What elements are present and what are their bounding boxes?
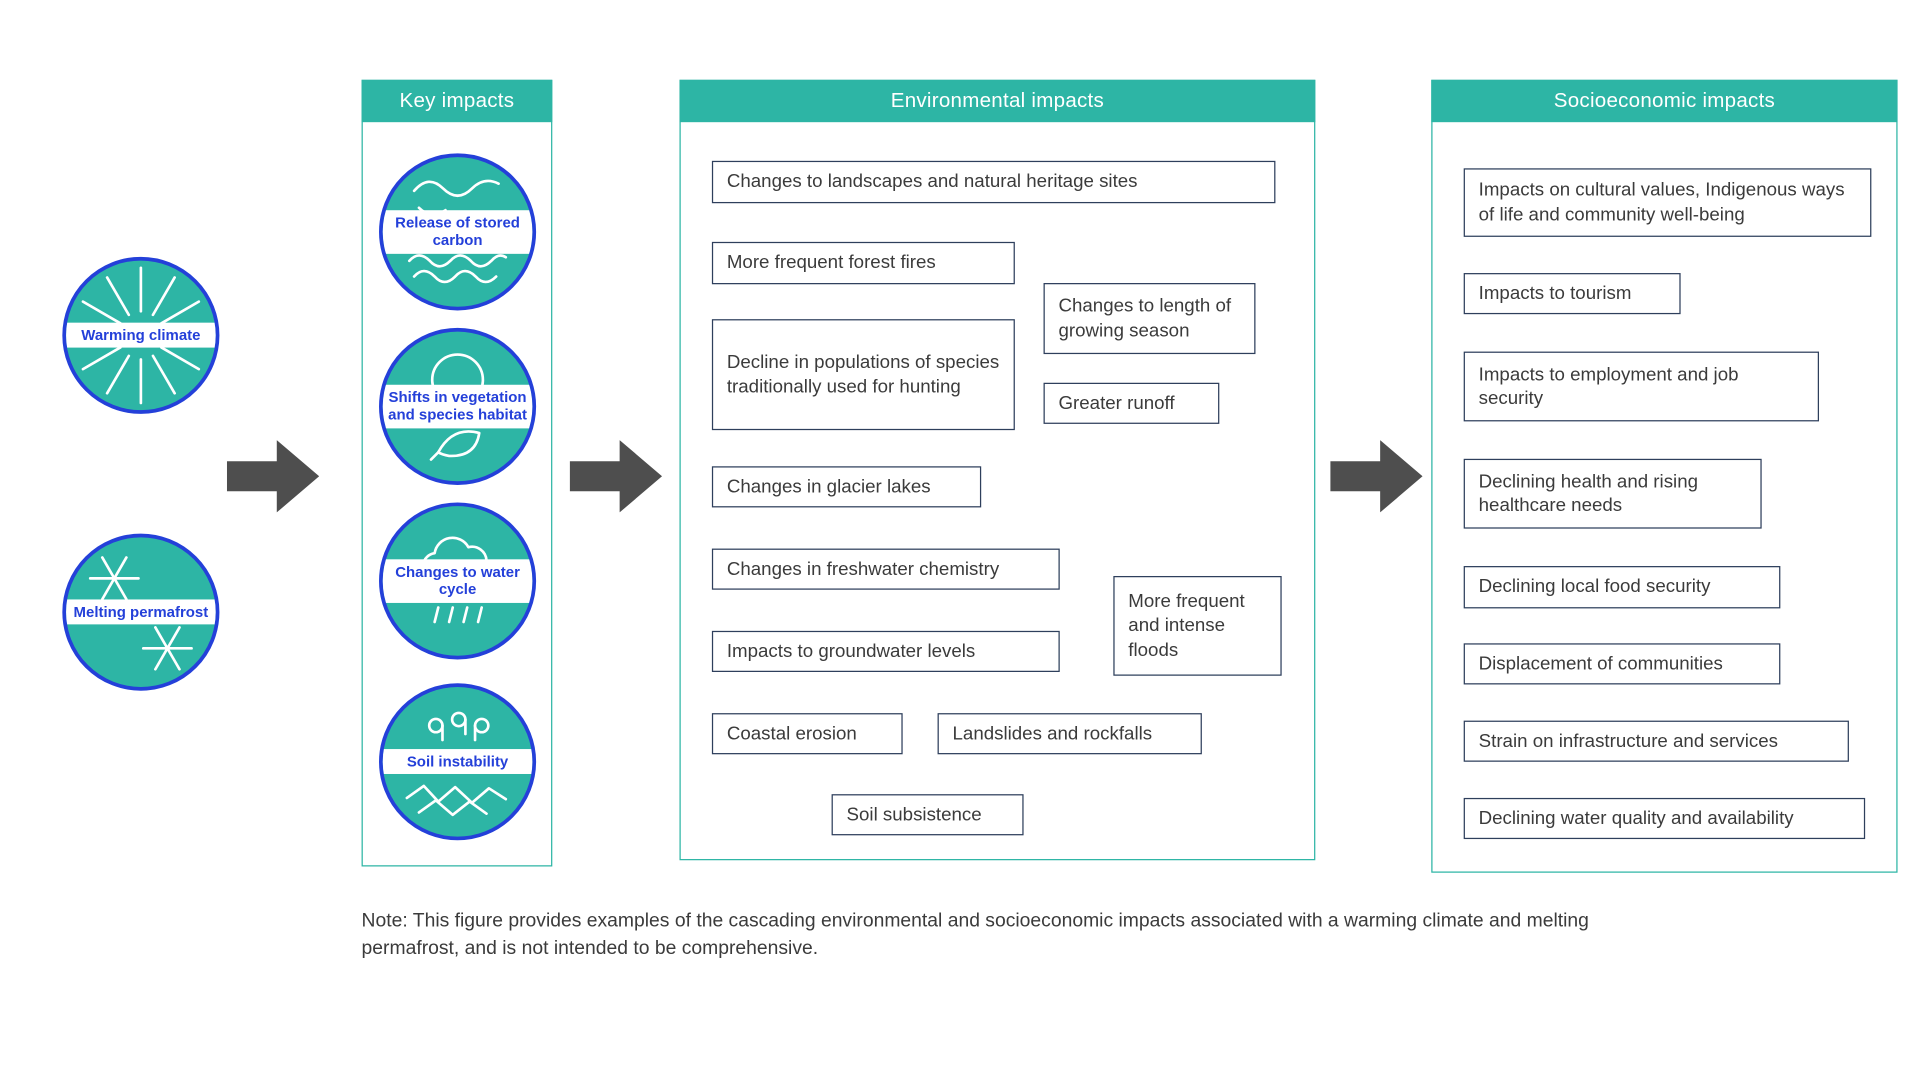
impact-box: Declining water quality and availability — [1463, 797, 1866, 840]
key-impacts-panel: Key impacts Release of stored carbon — [361, 79, 553, 867]
impact-box: Changes in freshwater chemistry — [711, 548, 1060, 590]
impact-box: Soil subsistence — [831, 794, 1024, 836]
environmental-impacts-panel: Environmental impacts Changes to landsca… — [679, 79, 1316, 861]
impact-box: Coastal erosion — [711, 713, 903, 755]
impact-box: Impacts to tourism — [1463, 273, 1681, 315]
impact-box: Decline in populations of species tradit… — [711, 319, 1015, 431]
stored-carbon-circle: Release of stored carbon — [379, 153, 537, 311]
impact-box: Changes to landscapes and natural herita… — [711, 160, 1276, 204]
socioeconomic-impacts-header: Socioeconomic impacts — [1431, 79, 1898, 123]
impact-box: Landslides and rockfalls — [937, 713, 1202, 755]
soil-instability-icon — [405, 711, 508, 817]
key-impact-label: Release of stored carbon — [395, 213, 520, 250]
key-impact-label-band: Shifts in vegetation and species habitat — [382, 384, 533, 429]
impact-box: More frequent and intense floods — [1113, 575, 1282, 676]
impact-box: Strain on infrastructure and services — [1463, 720, 1849, 762]
key-impact-label-band: Release of stored carbon — [382, 210, 533, 254]
impact-box: Changes to length of growing season — [1043, 283, 1256, 355]
flow-arrow-icon — [1330, 440, 1423, 513]
water-cycle-circle: Changes to water cycle — [379, 502, 537, 660]
socioeconomic-impacts-panel: Socioeconomic impacts Impacts on cultura… — [1431, 79, 1898, 873]
warming-climate-circle: Warming climate — [62, 256, 220, 414]
impact-box: Changes in glacier lakes — [711, 466, 982, 508]
snowflake-icon — [88, 556, 193, 671]
environmental-impacts-header: Environmental impacts — [679, 79, 1316, 123]
key-impact-label: Changes to water cycle — [395, 563, 520, 599]
figure-note: Note: This figure provides examples of t… — [361, 910, 1589, 960]
impact-box: Impacts to groundwater levels — [711, 630, 1060, 672]
sun-icon — [71, 266, 210, 405]
impact-box: More frequent forest fires — [711, 241, 1015, 285]
flow-arrow-icon — [226, 440, 320, 513]
impact-box: Declining health and rising healthcare n… — [1463, 458, 1762, 529]
impact-box: Impacts to employment and job security — [1463, 351, 1820, 422]
key-impact-label: Soil instability — [406, 752, 509, 771]
driver-label: Melting permafrost — [73, 603, 209, 621]
driver-label-band: Warming climate — [66, 322, 216, 349]
key-impact-label: Shifts in vegetation and species habitat — [388, 388, 527, 424]
key-impact-label-band: Soil instability — [382, 749, 533, 775]
impact-box: Declining local food security — [1463, 566, 1781, 609]
impact-box: Greater runoff — [1043, 382, 1220, 424]
flow-arrow-icon — [569, 440, 663, 513]
key-impacts-header: Key impacts — [361, 79, 553, 123]
melting-permafrost-circle: Melting permafrost — [62, 533, 220, 691]
driver-label-band: Melting permafrost — [66, 599, 216, 625]
key-impact-label-band: Changes to water cycle — [382, 559, 533, 603]
vegetation-circle: Shifts in vegetation and species habitat — [379, 327, 537, 485]
driver-label: Warming climate — [81, 326, 201, 344]
impact-box: Impacts on cultural values, Indigenous w… — [1463, 168, 1872, 237]
soil-instability-circle: Soil instability — [379, 683, 537, 841]
impact-box: Displacement of communities — [1463, 643, 1781, 685]
